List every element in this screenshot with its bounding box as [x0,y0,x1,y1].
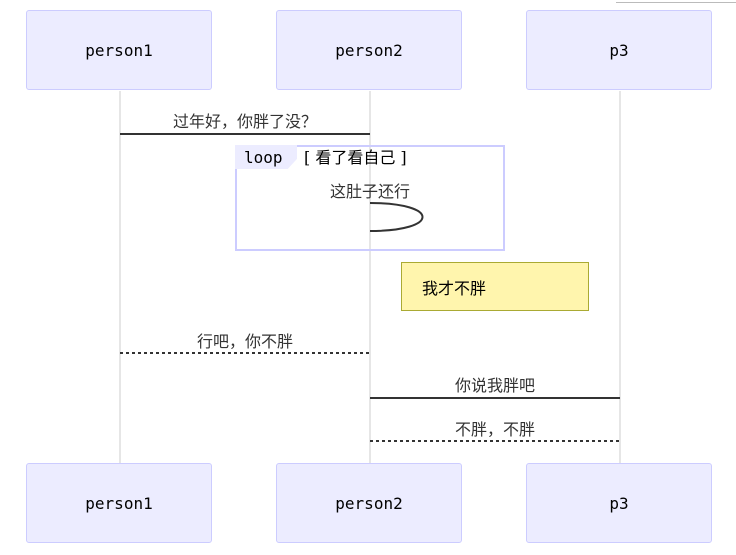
message-label-3: 行吧，你不胖 [196,332,294,351]
actor-label: person1 [85,40,153,60]
actor-label: p3 [609,493,629,513]
message-label-5: 不胖，不胖 [454,420,536,439]
actor-bottom-p3: p3 [526,463,712,543]
note-text: 我才不胖 [422,278,487,298]
actor-label: person2 [335,493,403,513]
loop-frame [235,145,505,251]
message-label-1: 过年好，你胖了没？ [172,112,318,131]
actor-label: person2 [335,40,403,60]
loop-condition: [ 看了看自己 ] [304,148,407,167]
actor-top-person1: person1 [26,10,212,90]
actor-top-p3: p3 [526,10,712,90]
note: 我才不胖 [401,262,589,311]
actor-label: p3 [609,40,629,60]
loop-tag: loop [235,145,297,169]
message-arrow-self [369,202,424,232]
actor-label: person1 [85,493,153,513]
message-label-self: 这肚子还行 [329,182,411,201]
corner-divider [616,0,736,3]
actor-bottom-person1: person1 [26,463,212,543]
actor-top-person2: person2 [276,10,462,90]
actor-bottom-person2: person2 [276,463,462,543]
message-label-4: 你说我胖吧 [454,376,536,395]
